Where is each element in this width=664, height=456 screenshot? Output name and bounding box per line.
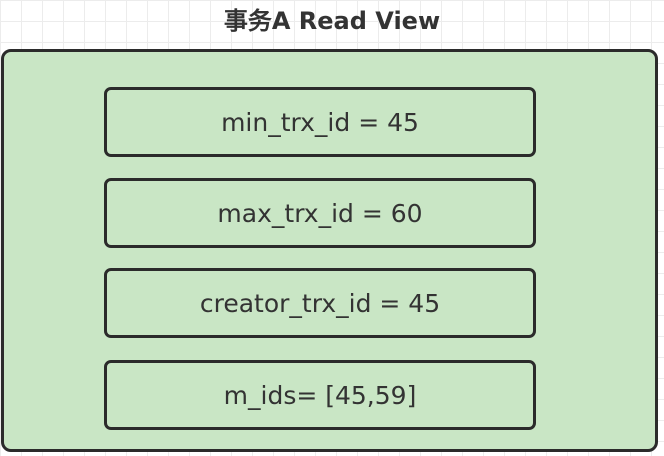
read-view-title: 事务A Read View xyxy=(223,7,441,35)
m-ids-field: m_ids= [45,59] xyxy=(104,360,536,430)
creator-trx-id-field: creator_trx_id = 45 xyxy=(104,268,536,338)
min-trx-id-field: min_trx_id = 45 xyxy=(104,87,536,157)
max-trx-id-field: max_trx_id = 60 xyxy=(104,178,536,248)
